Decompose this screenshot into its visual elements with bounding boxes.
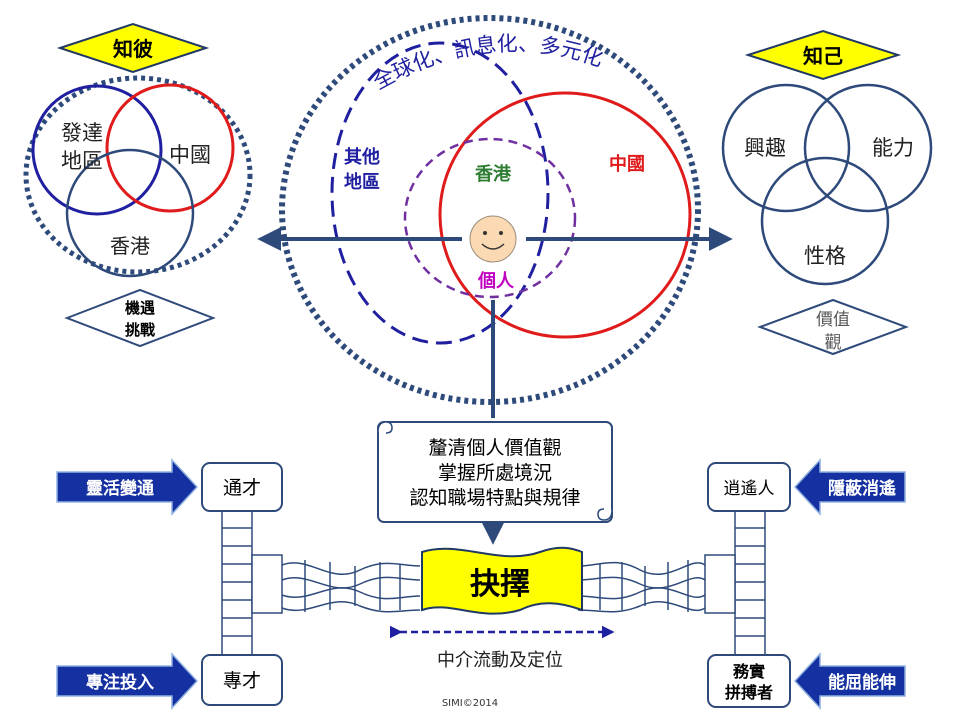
developed-region-label-2: 地區 [61, 149, 103, 173]
ability-circle [803, 83, 933, 213]
flexible-arrow [56, 458, 199, 516]
opportunity-diamond [64, 288, 216, 348]
other-regions-label-2: 地區 [344, 171, 380, 193]
flexible-label: 靈活變通 [86, 478, 154, 499]
individual-label: 個人 [477, 271, 515, 292]
know-others-diamond [56, 22, 210, 74]
hongkong-label-center: 香港 [474, 164, 512, 185]
face-left-eye [483, 231, 487, 235]
decision-label: 抉擇 [470, 567, 530, 602]
free-spirit-box [707, 462, 791, 512]
right-ladder-joint [704, 554, 736, 614]
challenge-label: 挑戰 [125, 321, 155, 339]
left-ladder-joint [251, 554, 283, 614]
retreat-arrow [793, 458, 906, 516]
china-circle-center [438, 91, 692, 339]
opportunity-label: 機遇 [125, 299, 155, 317]
developed-region-circle [31, 84, 163, 216]
generalist-box [201, 462, 283, 512]
china-label-left: 中國 [169, 143, 211, 167]
scroll-line-1: 釐清個人價值觀 [428, 437, 561, 459]
hongkong-dashed-circle-center [403, 137, 577, 299]
generalist-label: 通才 [223, 477, 261, 499]
retreat-label: 隱蔽消遙 [828, 478, 896, 499]
know-self-diamond [744, 29, 902, 81]
personality-label: 性格 [804, 244, 846, 268]
know-others-label: 知彼 [113, 37, 153, 61]
hard-worker-box [707, 654, 791, 708]
china-label-center: 中國 [609, 153, 645, 175]
left-wavy-ladder [281, 560, 421, 613]
other-regions-label-1: 其他 [344, 146, 380, 168]
globalization-arc-text: 全球化、訊息化、多元化 [369, 32, 606, 95]
decision-banner [421, 546, 583, 615]
hongkong-circle-left [65, 148, 195, 278]
know-self-label: 知己 [803, 44, 843, 68]
personality-circle [760, 156, 890, 286]
focused-label: 專注投入 [86, 672, 154, 693]
free-spirit-label: 逍遙人 [724, 479, 775, 499]
mediation-caption: 中介流動及定位 [437, 650, 563, 671]
individual-face [469, 215, 517, 263]
developed-region-label-1: 發達 [61, 121, 103, 145]
global-outer-dotted-circle [279, 15, 701, 405]
other-regions-dashed-circle [330, 41, 550, 345]
values-label-1: 價值 [816, 310, 850, 330]
right-wavy-ladder [577, 560, 706, 613]
interest-circle [721, 83, 851, 213]
adaptable-label: 能屈能伸 [828, 672, 896, 693]
globalization-arc-title: 全球化、訊息化、多元化 [369, 32, 606, 95]
left-outer-dotted-circle [23, 75, 253, 275]
specialist-label: 專才 [223, 670, 261, 692]
hard-worker-label-1: 務實 [733, 662, 765, 681]
right-vertical-ladder [734, 509, 766, 659]
adaptable-arrow [793, 652, 906, 710]
values-label-2: 觀 [825, 333, 842, 353]
copyright-text: SIMI©2014 [442, 698, 498, 709]
scroll-box [377, 421, 613, 523]
ability-label: 能力 [872, 136, 914, 160]
focused-arrow [56, 652, 199, 710]
interest-label: 興趣 [744, 136, 786, 160]
face-right-eye [499, 231, 503, 235]
hard-worker-label-2: 拼搏者 [725, 683, 773, 702]
scroll-line-2: 掌握所處境況 [438, 462, 552, 484]
left-vertical-ladder [221, 509, 253, 659]
specialist-box [201, 654, 283, 706]
china-circle-left [105, 83, 235, 213]
face-smile [481, 243, 505, 250]
scroll-line-3: 認知職場特點與規律 [409, 487, 580, 509]
hongkong-label-left: 香港 [110, 234, 150, 258]
values-diamond [757, 298, 909, 356]
